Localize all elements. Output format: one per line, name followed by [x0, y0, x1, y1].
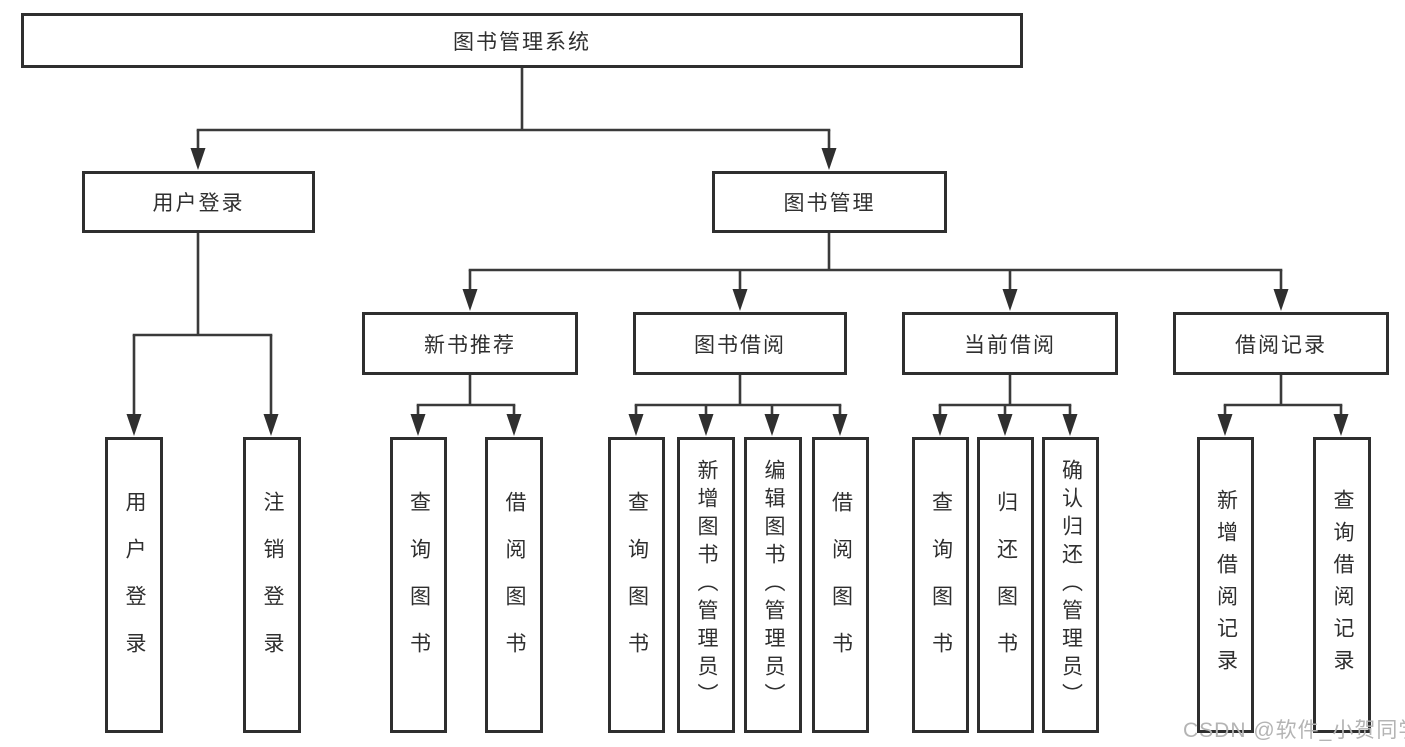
leaf-query-books-recommend: 查询图书 — [390, 437, 447, 733]
node-borrowing-records: 借阅记录 — [1173, 312, 1389, 375]
node-user-login: 用户登录 — [82, 171, 315, 233]
leaf-return-books: 归还图书 — [977, 437, 1034, 733]
leaf-edit-book-admin: 编辑图书（管理员） — [744, 437, 802, 733]
leaf-confirm-return-admin: 确认归还（管理员） — [1042, 437, 1099, 733]
watermark: CSDN @软件_小贺同学 — [1183, 719, 1405, 742]
node-book-management: 图书管理 — [712, 171, 947, 233]
node-new-book-recommend: 新书推荐 — [362, 312, 578, 375]
leaf-logout-login: 注销登录 — [243, 437, 301, 733]
node-book-borrowing: 图书借阅 — [633, 312, 847, 375]
leaf-add-book-admin: 新增图书（管理员） — [677, 437, 735, 733]
leaf-user-login: 用户登录 — [105, 437, 163, 733]
leaf-borrow-books-borrowing: 借阅图书 — [812, 437, 869, 733]
leaf-borrow-books-recommend: 借阅图书 — [485, 437, 543, 733]
leaf-query-books-borrowing: 查询图书 — [608, 437, 665, 733]
arrowheads — [126, 148, 1349, 436]
node-root: 图书管理系统 — [21, 13, 1023, 68]
node-current-borrowing: 当前借阅 — [902, 312, 1118, 375]
leaf-add-borrow-record: 新增借阅记录 — [1197, 437, 1254, 733]
leaf-query-borrow-record: 查询借阅记录 — [1313, 437, 1371, 733]
leaf-query-books-current: 查询图书 — [912, 437, 969, 733]
